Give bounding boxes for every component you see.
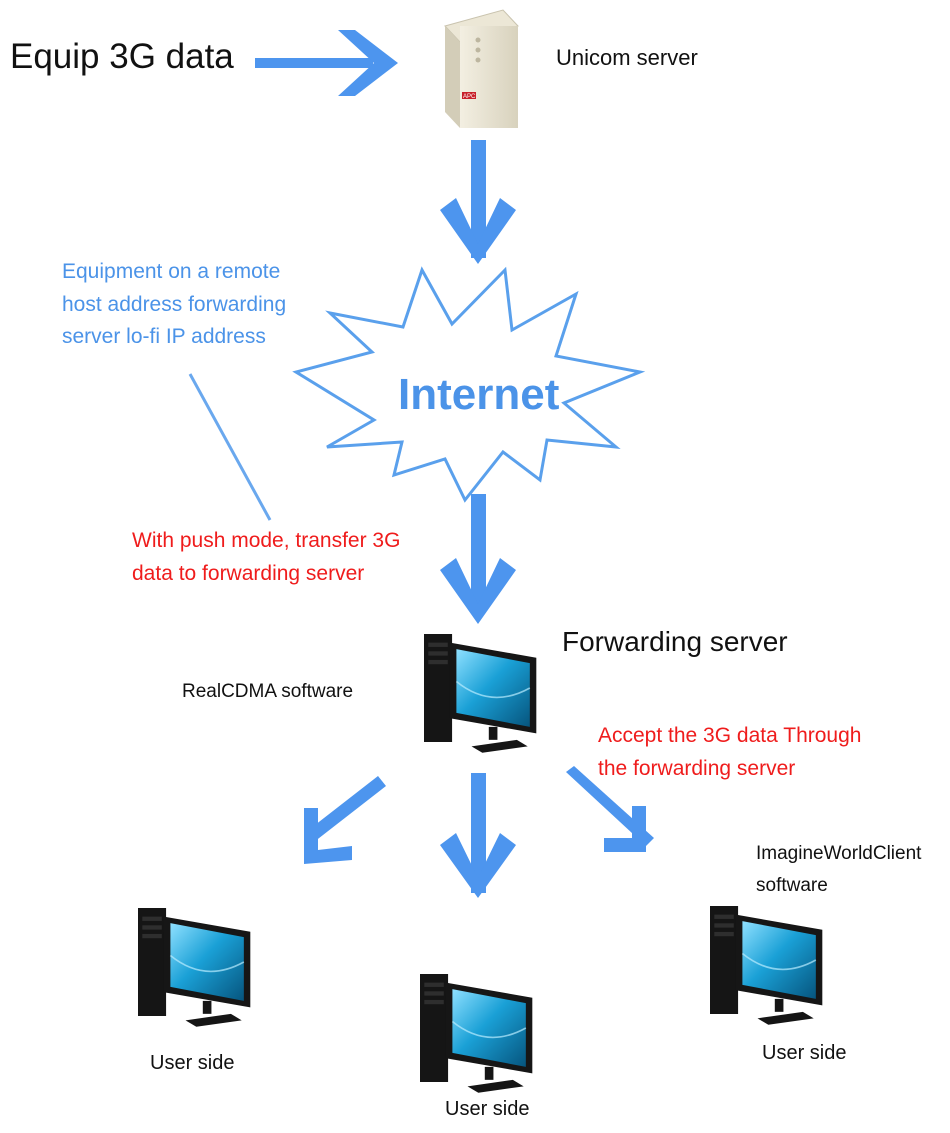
unicom-server-label: Unicom server [556, 45, 698, 70]
label-line: software [756, 875, 828, 897]
note-pointer-line [188, 373, 272, 521]
note-line: host address forwarding [62, 292, 287, 316]
unicom-server-icon: APC [444, 9, 519, 128]
arrow-to-user-center [440, 773, 516, 898]
user-side-center-label: User side [445, 1098, 530, 1120]
accept-data-note: Accept the 3G data Through the forwardin… [598, 720, 861, 785]
apc-logo-text: APC [463, 94, 476, 100]
note-line: With push mode, transfer 3G [132, 529, 401, 552]
push-mode-note: With push mode, transfer 3G data to forw… [132, 525, 400, 590]
forwarding-server-label: Forwarding server [562, 626, 788, 657]
note-line: server lo-fi IP address [62, 325, 266, 349]
arrow-internet-to-forwarding [440, 494, 516, 624]
user-side-right-label: User side [762, 1042, 847, 1064]
realcdma-software-label: RealCDMA software [182, 681, 354, 702]
arrow-title-to-unicom [255, 30, 398, 96]
internet-starburst [292, 266, 646, 503]
note-line: data to forwarding server [132, 561, 365, 585]
note-line: the forwarding server [598, 756, 796, 780]
page-title: Equip 3G data [10, 37, 234, 76]
note-line: Equipment on a remote [62, 260, 281, 283]
user-side-left-computer-icon [137, 907, 252, 1028]
internet-label: Internet [398, 370, 560, 419]
label-line: ImagineWorldClient [756, 843, 922, 864]
remote-host-note: Equipment on a remote host address forwa… [62, 256, 286, 354]
note-line: Accept the 3G data Through [598, 724, 862, 747]
imagineworldclient-label: ImagineWorldClient software [756, 838, 921, 903]
user-side-left-label: User side [150, 1052, 235, 1074]
arrow-to-user-right [566, 766, 654, 852]
arrow-to-user-left [304, 776, 386, 864]
user-side-right-computer-icon [709, 905, 824, 1026]
arrow-unicom-to-internet [440, 140, 516, 264]
forwarding-server-computer-icon [423, 633, 538, 754]
user-side-center-computer-icon [419, 973, 534, 1094]
